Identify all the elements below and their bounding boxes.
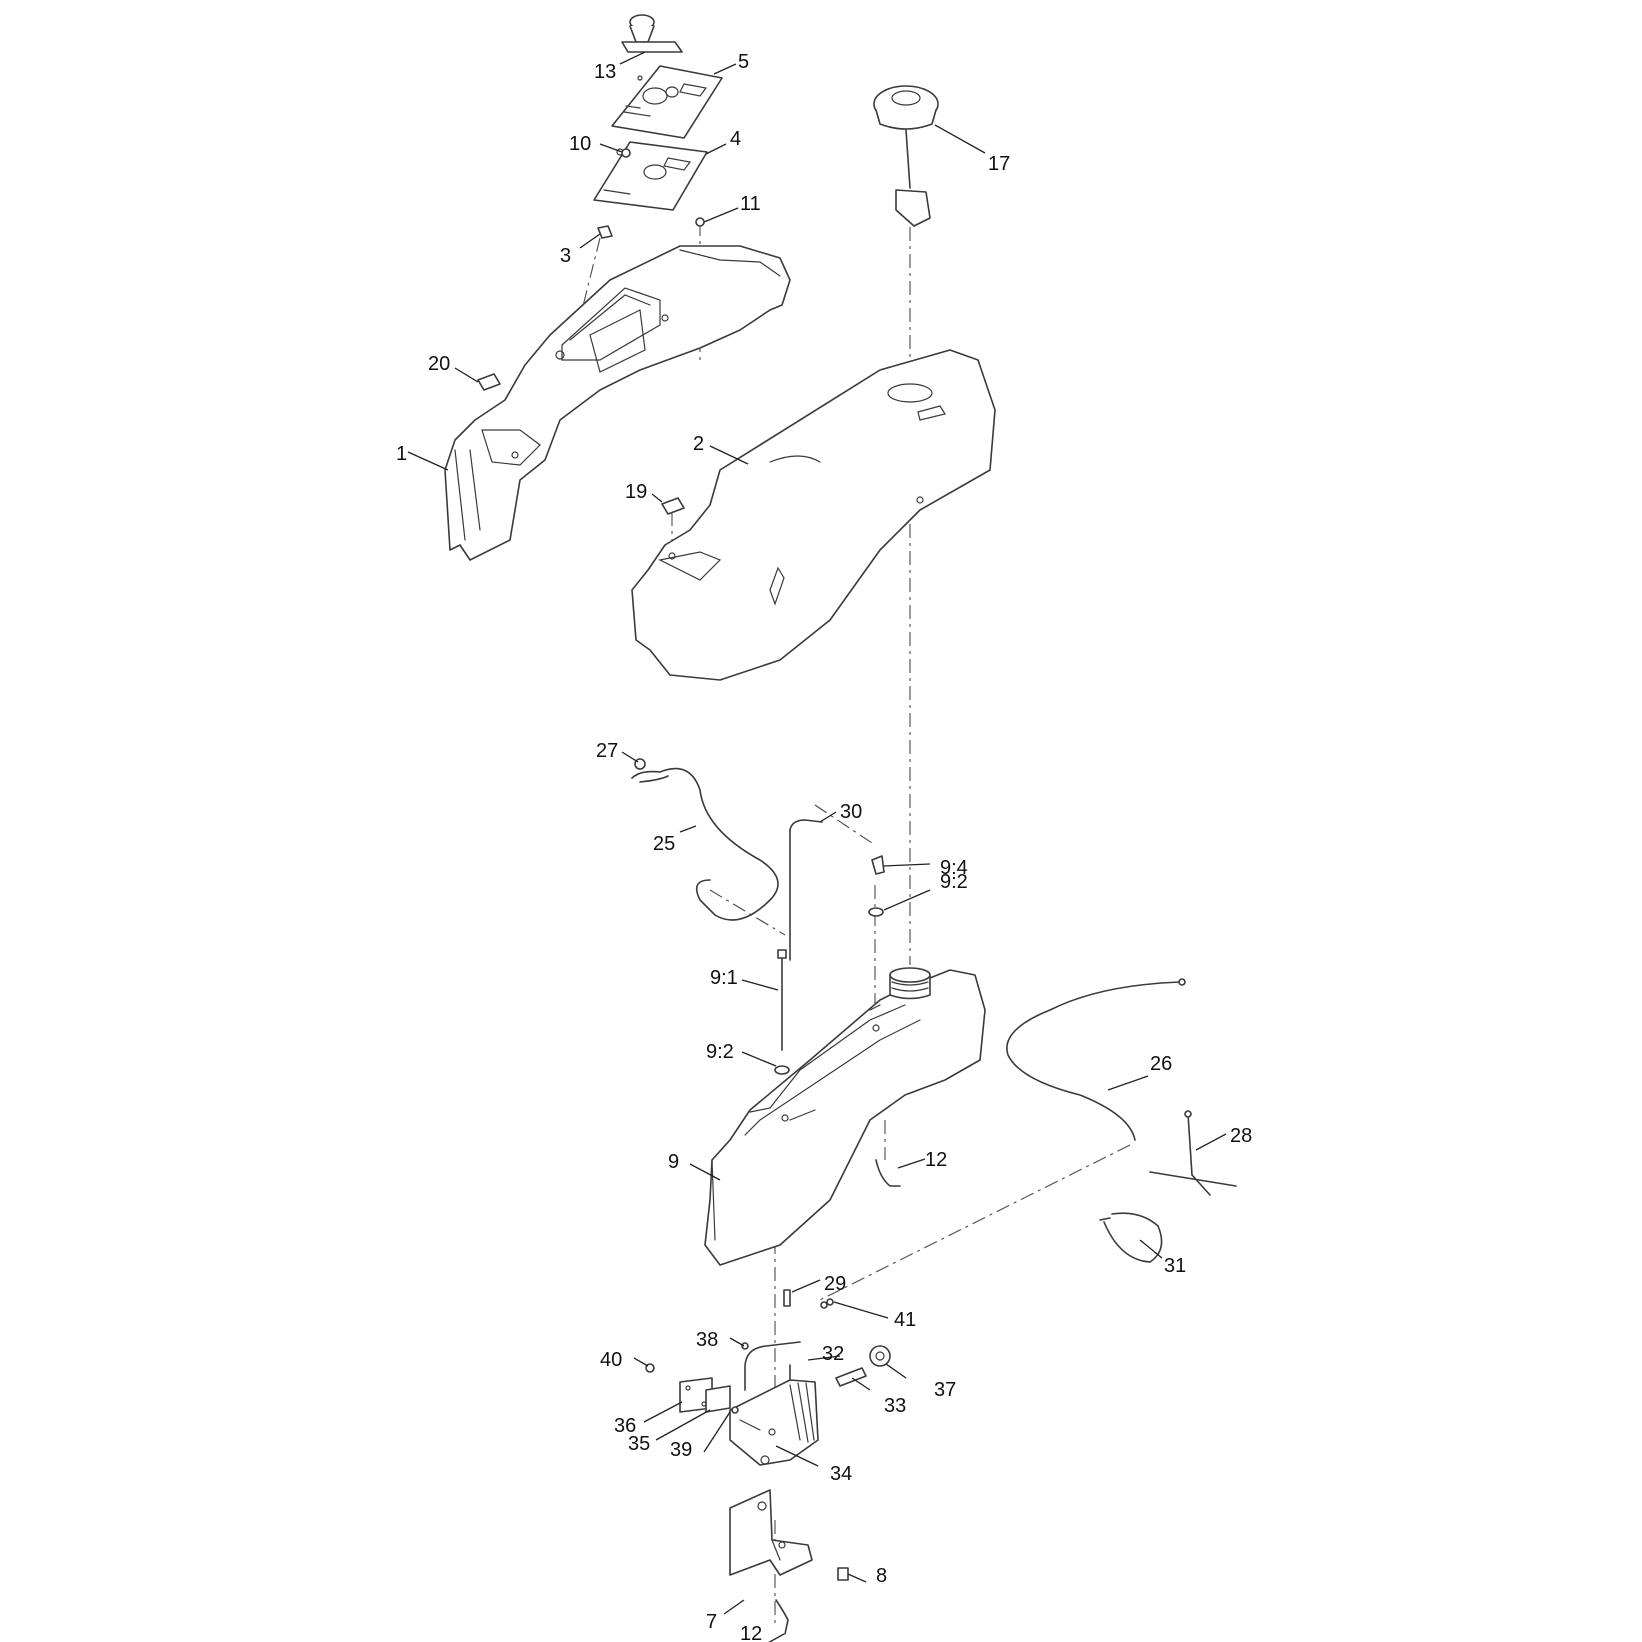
- part-9-fuel-tank: [704, 967, 986, 1266]
- callout-26: 26: [1150, 1053, 1172, 1075]
- callout-2: 2: [693, 433, 704, 455]
- callout-37: 37: [934, 1379, 956, 1401]
- callout-29: 29: [824, 1273, 846, 1295]
- callout-10: 10: [569, 133, 591, 155]
- callout-1: 1: [396, 443, 407, 465]
- part-9-4-fitting: [871, 855, 885, 875]
- part-38-screw: [741, 1342, 749, 1350]
- part-10-screw: [621, 148, 631, 158]
- part-7-bracket: [729, 1489, 813, 1576]
- part-20-cap: [477, 373, 501, 391]
- part-29-fitting: [783, 1289, 791, 1307]
- part-1-console-shroud: [444, 245, 791, 561]
- callout-9: 9: [668, 1151, 679, 1173]
- part-12-clip-upper: [875, 1159, 901, 1187]
- callout-12-lower: 12: [740, 1623, 762, 1642]
- callout-35: 35: [628, 1433, 650, 1455]
- part-34-canister: [729, 1379, 819, 1466]
- callout-5: 5: [738, 51, 749, 73]
- part-39-screw: [731, 1406, 739, 1414]
- callout-9-1: 9:1: [710, 967, 738, 989]
- part-12-clip-lower: [775, 1599, 789, 1635]
- part-41-fitting: [820, 1298, 834, 1309]
- part-9-1-tube: [777, 949, 787, 1051]
- callout-30: 30: [840, 801, 862, 823]
- part-5-decal-plate: [611, 65, 723, 139]
- callout-9-2-upper: 9:2: [940, 871, 968, 893]
- callout-labels: 13 5 10 4 11 3 17 20 1 2 19 27 30 25 9:4…: [396, 51, 1252, 1642]
- callout-19: 19: [625, 481, 647, 503]
- part-28-cable-ties: [1149, 1110, 1237, 1196]
- callout-28: 28: [1230, 1125, 1252, 1147]
- callout-41: 41: [894, 1309, 916, 1331]
- callout-31: 31: [1164, 1255, 1186, 1277]
- callout-4: 4: [730, 128, 741, 150]
- callout-12-upper: 12: [925, 1149, 947, 1171]
- part-25-hose: [631, 767, 779, 921]
- callout-33: 33: [884, 1395, 906, 1417]
- part-9-2-grommet-upper: [868, 907, 884, 917]
- part-31-clamp: [1099, 1212, 1163, 1263]
- part-4-panel-plate: [593, 141, 708, 211]
- part-33-spacer: [835, 1367, 867, 1387]
- callout-3: 3: [560, 245, 571, 267]
- callout-20: 20: [428, 353, 450, 375]
- callout-32: 32: [822, 1343, 844, 1365]
- part-37-cap: [869, 1345, 891, 1367]
- callout-40: 40: [600, 1349, 622, 1371]
- callout-8: 8: [876, 1565, 887, 1587]
- callout-34: 34: [830, 1463, 852, 1485]
- part-9-2-grommet-lower: [774, 1065, 790, 1075]
- part-35-bracket: [705, 1385, 731, 1413]
- part-17-fuel-cap: [873, 85, 939, 227]
- callout-36: 36: [614, 1415, 636, 1437]
- callout-9-4: 9:4: [940, 857, 968, 879]
- callout-39: 39: [670, 1439, 692, 1461]
- leader-lines: [407, 51, 1227, 1642]
- part-19-cap: [661, 497, 685, 515]
- callout-11: 11: [740, 193, 761, 215]
- part-13-knob: [621, 14, 683, 53]
- callout-25: 25: [653, 833, 675, 855]
- part-3-clip: [597, 225, 613, 239]
- callout-13: 13: [594, 61, 616, 83]
- callout-38: 38: [696, 1329, 718, 1351]
- part-26-vent-line: [1006, 978, 1186, 1141]
- callout-27: 27: [596, 740, 618, 762]
- part-2-body-shroud: [631, 349, 996, 681]
- callout-7: 7: [706, 1611, 717, 1633]
- callout-9-2-lower: 9:2: [706, 1041, 734, 1063]
- part-30-hose: [789, 819, 823, 961]
- part-11-screw: [695, 217, 705, 227]
- callout-17: 17: [988, 153, 1010, 175]
- part-8-screw: [837, 1567, 849, 1581]
